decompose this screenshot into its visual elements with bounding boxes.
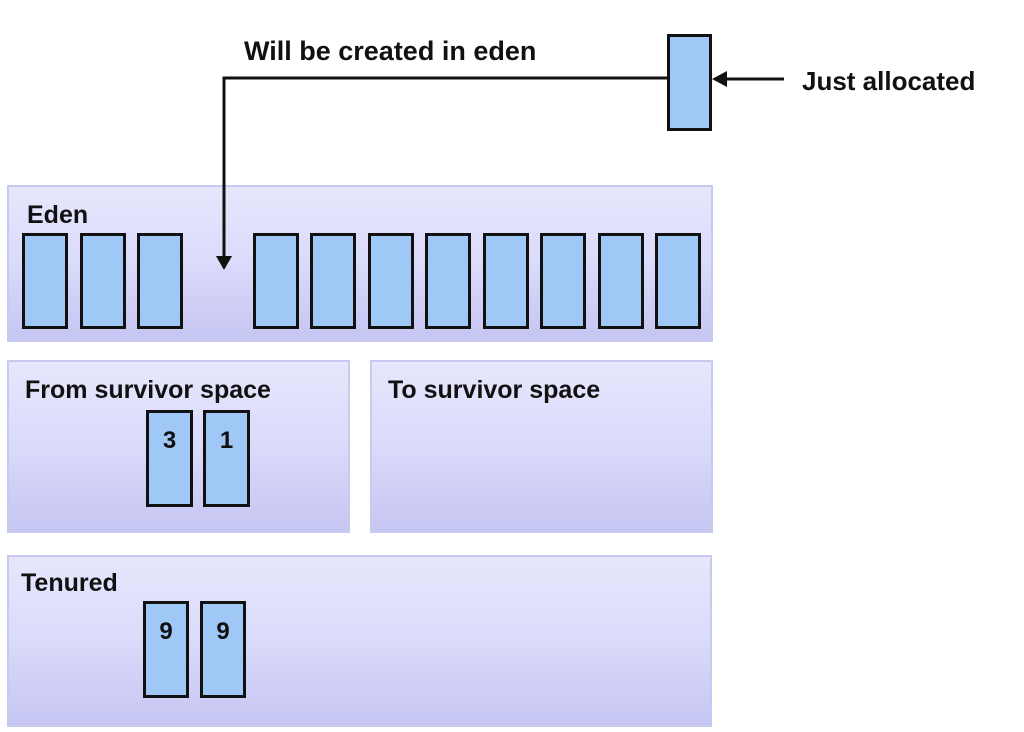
eden-object	[655, 233, 701, 329]
tenured-region: Tenured	[7, 555, 712, 727]
eden-object	[483, 233, 529, 329]
survivor-object: 1	[203, 410, 250, 507]
eden-object	[22, 233, 68, 329]
tenured-object: 9	[143, 601, 189, 698]
eden-object	[137, 233, 183, 329]
eden-object	[310, 233, 356, 329]
from-survivor-title: From survivor space	[25, 376, 271, 404]
just-allocated-label: Just allocated	[802, 66, 976, 96]
to-survivor-title: To survivor space	[388, 376, 601, 404]
eden-object	[540, 233, 586, 329]
eden-object	[425, 233, 471, 329]
tenured-title: Tenured	[21, 569, 118, 597]
tenured-object: 9	[200, 601, 246, 698]
eden-object	[368, 233, 414, 329]
just-allocated-arrowhead	[712, 71, 727, 87]
eden-title: Eden	[27, 201, 89, 229]
to-survivor-region: To survivor space	[370, 360, 713, 533]
eden-object	[253, 233, 299, 329]
eden-object	[598, 233, 644, 329]
survivor-object: 3	[146, 410, 193, 507]
created-in-eden-label: Will be created in eden	[244, 36, 537, 66]
eden-object	[80, 233, 126, 329]
just-allocated-object	[667, 34, 712, 131]
